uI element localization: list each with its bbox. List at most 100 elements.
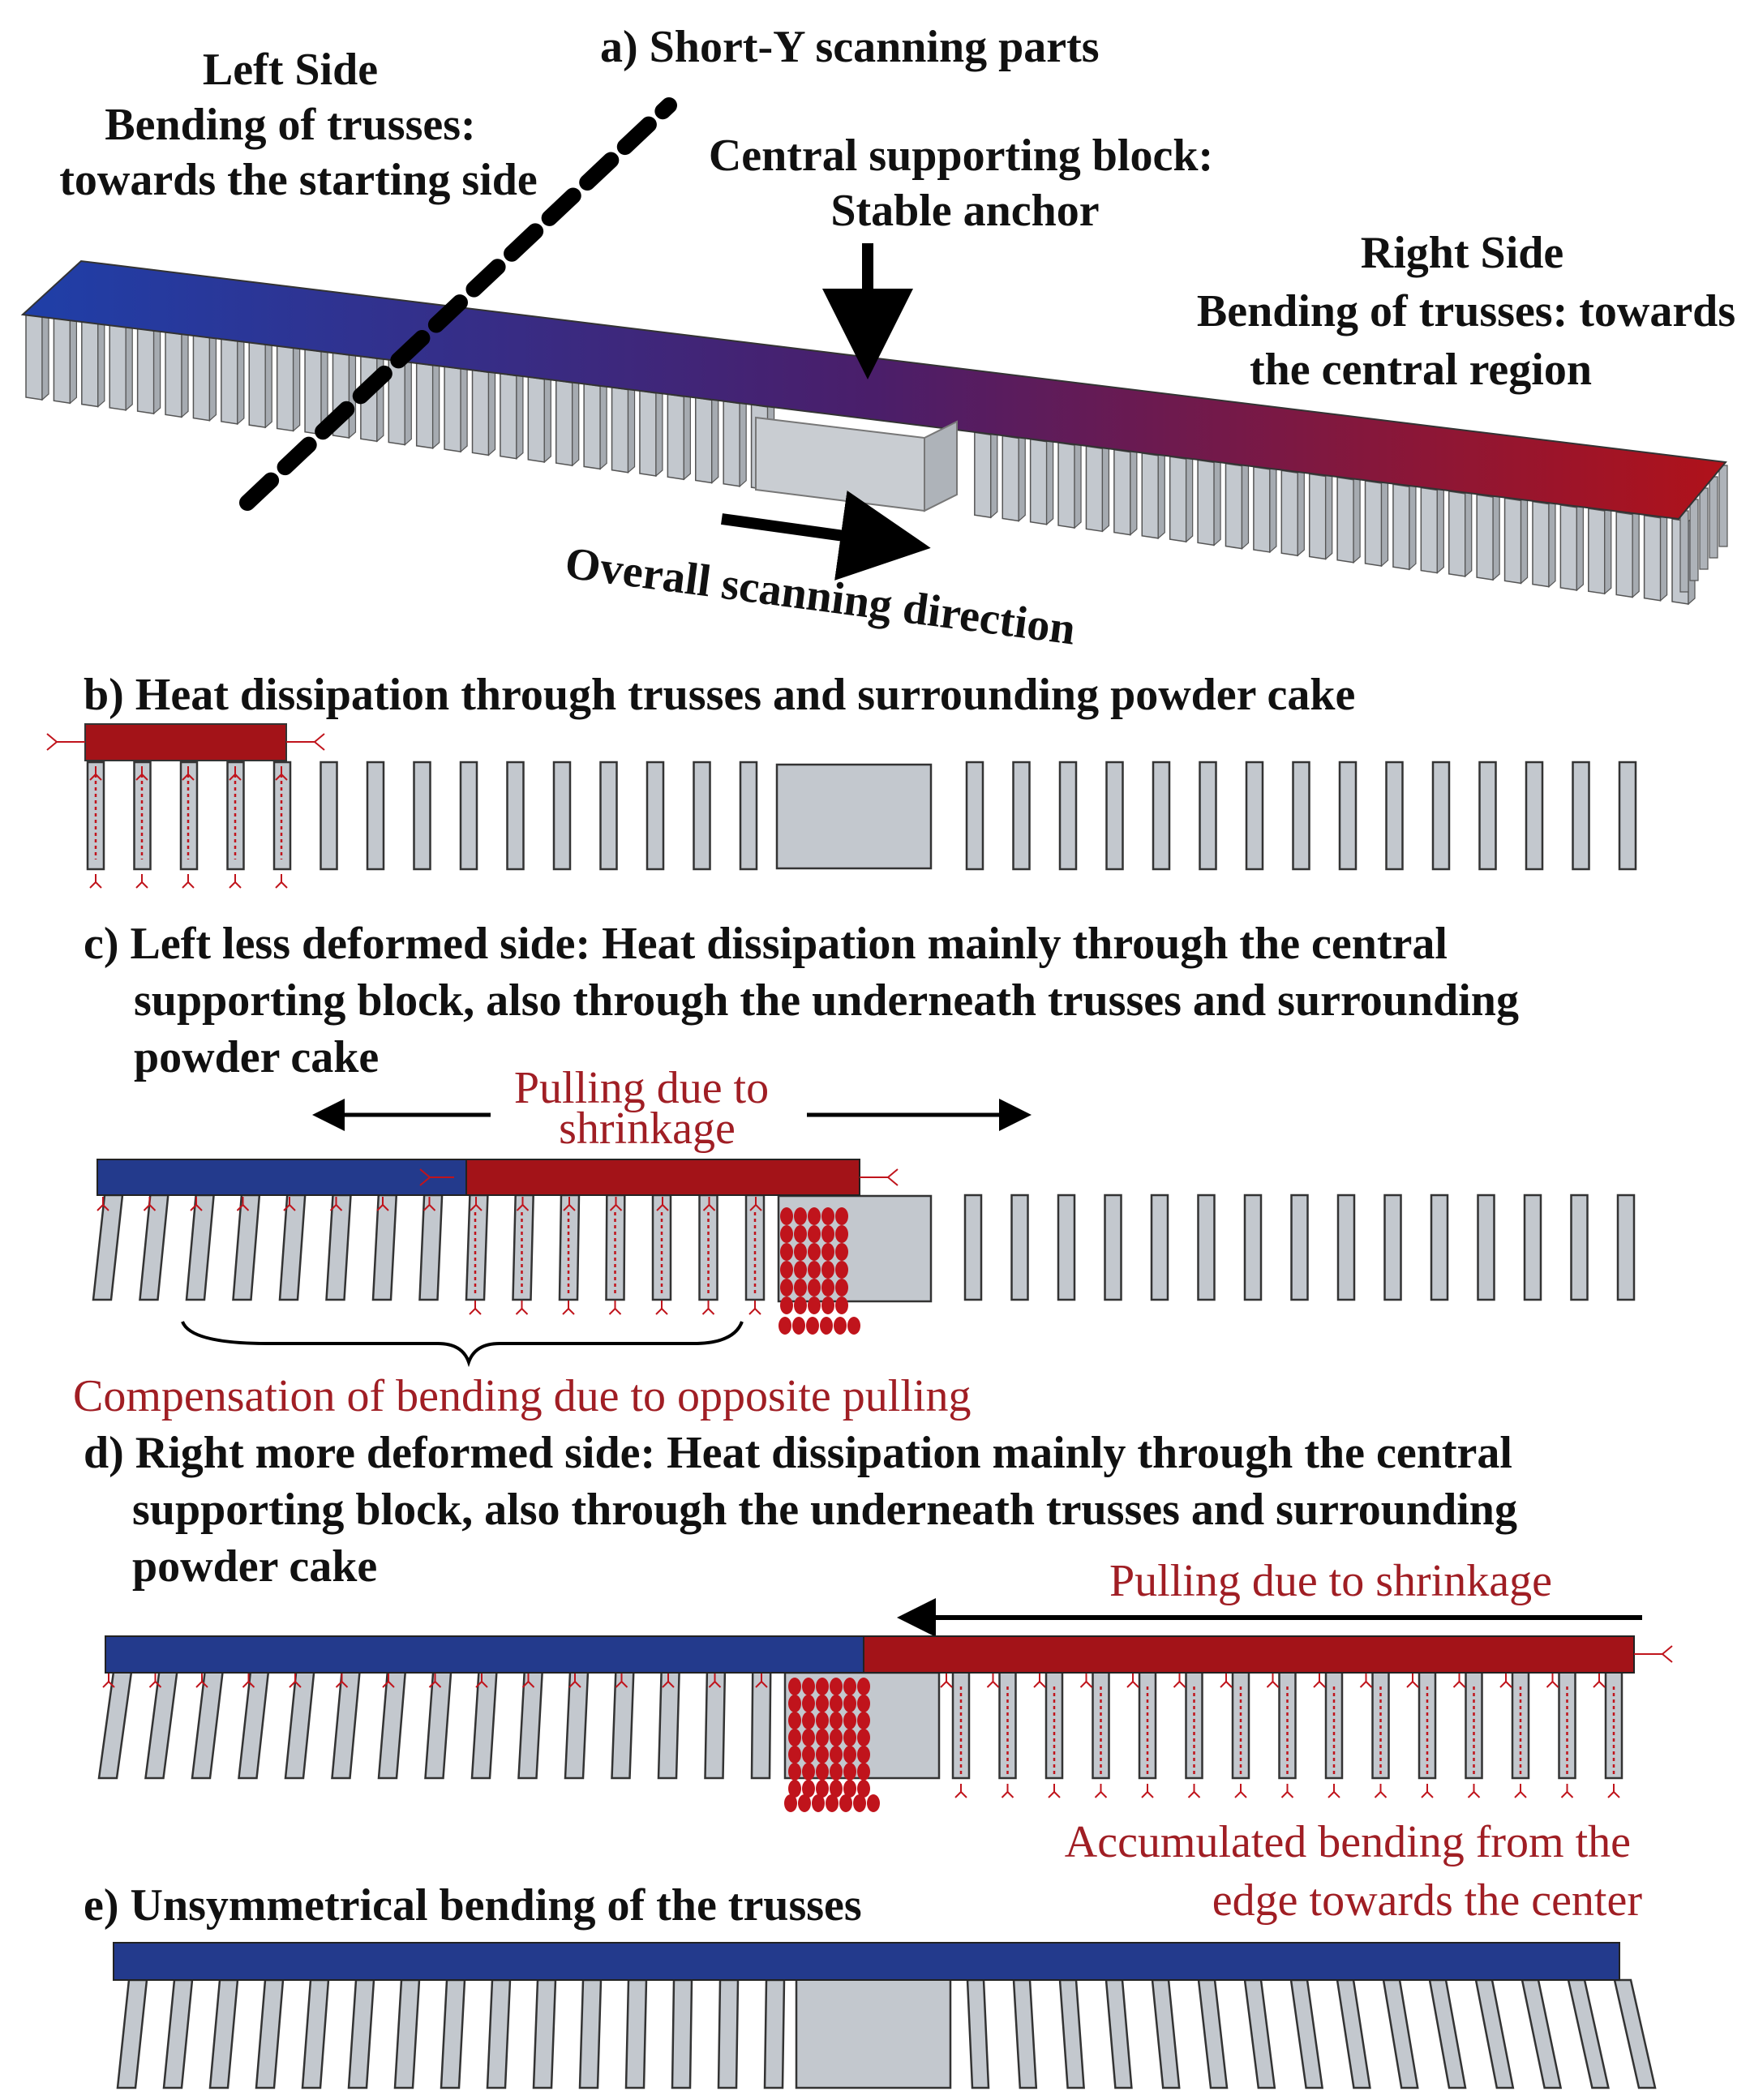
truss xyxy=(1448,490,1466,577)
heat-blob xyxy=(843,1712,856,1729)
heat-fork xyxy=(1220,1674,1233,1688)
heat-blob xyxy=(792,1317,805,1335)
truss xyxy=(1290,1194,1309,1301)
heat-blob xyxy=(780,1279,793,1296)
truss-side xyxy=(1492,490,1500,581)
truss xyxy=(1523,1194,1542,1301)
heat-fork xyxy=(195,1674,208,1688)
heat-fork xyxy=(986,1674,1000,1688)
truss xyxy=(1152,761,1171,871)
heat-blob xyxy=(830,1746,843,1764)
truss xyxy=(704,1670,727,1780)
panel-d-heat-flow xyxy=(102,1645,1673,1812)
heat-fork xyxy=(89,874,102,889)
heat-blob xyxy=(821,1207,834,1225)
heat-fork xyxy=(662,1674,675,1688)
truss xyxy=(1010,1194,1029,1301)
heat-blob xyxy=(812,1794,825,1812)
truss-side xyxy=(1186,452,1194,543)
heat-blob xyxy=(835,1225,848,1243)
truss xyxy=(966,1978,990,2089)
right-side-label: Right Side Bending of trusses: towards t… xyxy=(1197,228,1747,395)
truss xyxy=(136,328,155,414)
truss xyxy=(1029,438,1048,525)
truss xyxy=(1058,761,1078,871)
truss-side xyxy=(264,337,272,429)
heat-blob xyxy=(816,1746,829,1764)
truss-side xyxy=(237,334,245,426)
truss xyxy=(646,761,665,871)
truss xyxy=(1012,1978,1038,2089)
truss xyxy=(1197,459,1215,546)
truss xyxy=(1699,487,1709,570)
truss xyxy=(1057,442,1075,529)
truss xyxy=(527,376,546,463)
truss xyxy=(500,372,517,460)
truss-side xyxy=(627,383,636,474)
truss xyxy=(1197,1978,1229,2089)
panel-c-pulling-line-1: Pulling due to xyxy=(514,1063,769,1113)
heat-blob xyxy=(788,1763,801,1781)
truss xyxy=(1643,514,1662,602)
truss xyxy=(1616,1194,1636,1301)
heat-blob xyxy=(820,1317,833,1335)
truss xyxy=(1141,452,1160,539)
panel-a-central-block xyxy=(755,416,925,512)
truss xyxy=(1104,1194,1122,1301)
truss xyxy=(1085,445,1104,533)
heat-blob xyxy=(839,1794,852,1812)
heat-blob xyxy=(816,1780,829,1798)
truss xyxy=(1336,476,1354,564)
panel-c-trusses xyxy=(92,1194,1636,1301)
heat-fork xyxy=(229,766,242,781)
heat-fork xyxy=(940,1674,953,1688)
truss xyxy=(221,338,238,425)
truss-side xyxy=(404,355,412,446)
truss xyxy=(1476,494,1494,581)
heat-fork xyxy=(148,1674,162,1688)
heat-blob xyxy=(808,1243,821,1261)
heat-blob xyxy=(806,1317,819,1335)
truss xyxy=(974,431,992,519)
heat-fork xyxy=(1001,1784,1014,1798)
truss xyxy=(459,761,478,871)
truss xyxy=(552,761,572,871)
truss-side xyxy=(1074,438,1082,529)
heat-fork xyxy=(609,1197,623,1211)
truss xyxy=(301,1978,330,2089)
heat-blob xyxy=(857,1712,870,1729)
heat-fork xyxy=(329,1197,343,1211)
panel-d-accumulated-line-1: Accumulated bending from the xyxy=(1065,1817,1631,1867)
truss xyxy=(25,314,43,401)
heat-fork xyxy=(1359,1674,1373,1688)
panel-b-title: b) Heat dissipation through trusses and … xyxy=(84,670,1355,720)
panel-c-heat-flow xyxy=(97,1168,899,1335)
truss xyxy=(165,331,182,418)
heat-blob xyxy=(857,1695,870,1712)
heat-fork xyxy=(102,1674,115,1688)
heat-fork xyxy=(1187,1784,1201,1798)
truss-side xyxy=(1380,476,1389,568)
heat-blob xyxy=(788,1695,801,1712)
heat-fork xyxy=(275,874,288,889)
truss xyxy=(192,334,211,422)
heat-blob xyxy=(857,1729,870,1746)
truss-side xyxy=(1101,441,1110,533)
truss-side xyxy=(1325,469,1333,560)
truss xyxy=(1245,761,1264,871)
panel-c-red-layer xyxy=(465,1159,860,1196)
truss xyxy=(1280,469,1299,557)
truss xyxy=(1151,1978,1181,2089)
panel-c: c) Left less deformed side: Heat dissipa… xyxy=(73,919,1636,1421)
truss xyxy=(320,761,338,871)
truss xyxy=(347,1978,375,2089)
truss xyxy=(162,1978,194,2089)
heat-fork xyxy=(1094,1784,1108,1798)
heat-blob xyxy=(843,1695,856,1712)
heat-fork xyxy=(283,1197,296,1211)
heat-blob xyxy=(821,1225,834,1243)
heat-blob xyxy=(830,1712,843,1729)
heat-blob xyxy=(808,1296,821,1314)
heat-fork xyxy=(1266,1674,1280,1688)
truss xyxy=(1289,1978,1324,2089)
